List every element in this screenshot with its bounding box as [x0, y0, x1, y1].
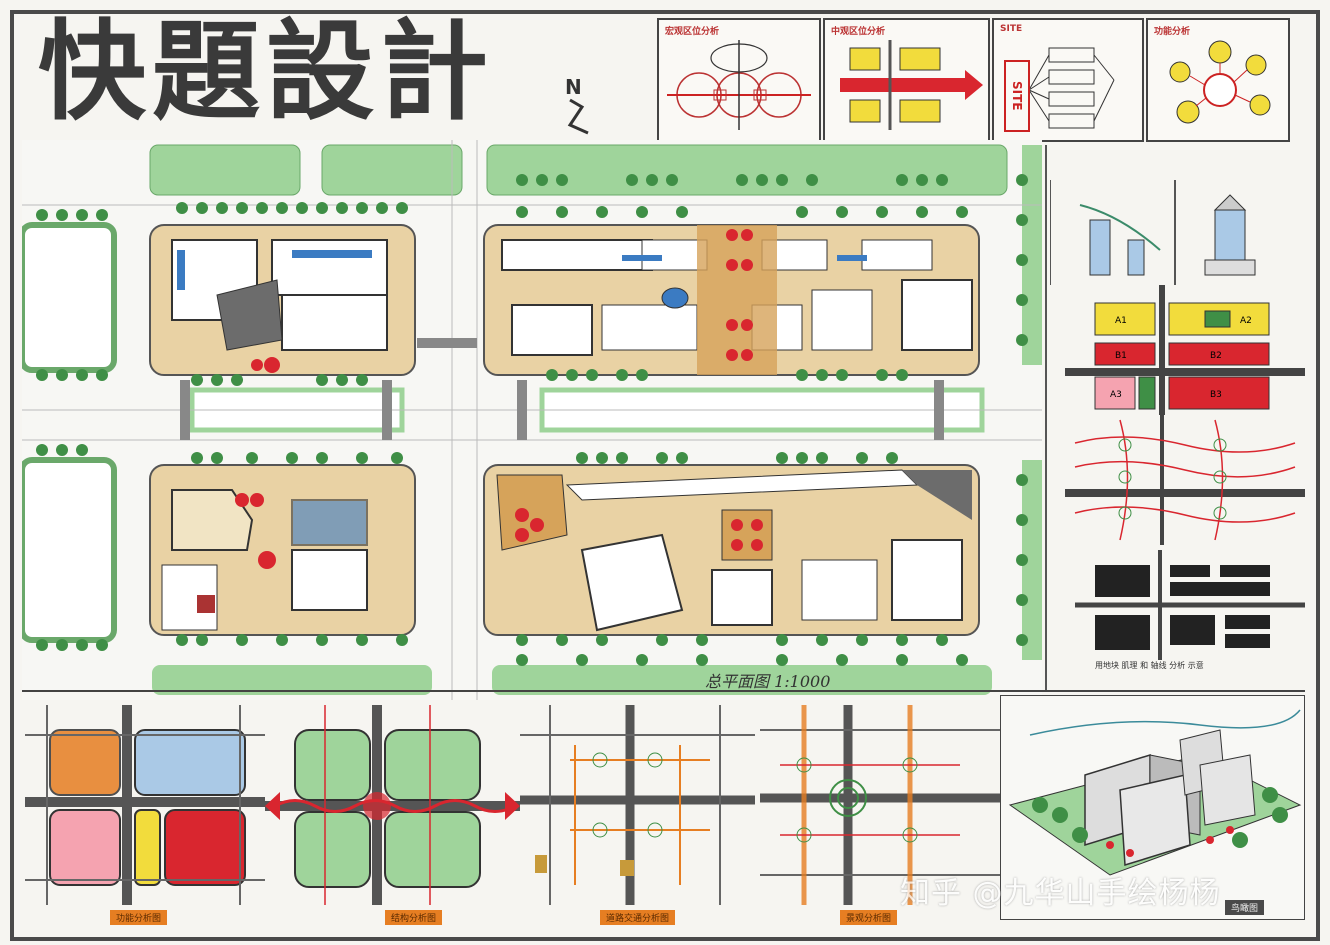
function-bubble-diagram — [1169, 40, 1271, 124]
master-plan — [22, 140, 1042, 700]
aerial-perspective — [1000, 695, 1305, 920]
bottom-divider — [22, 690, 1305, 692]
site-word: SITE — [1004, 60, 1030, 132]
zoning-diagram: A1 A2 B1 B2 A3 B3 — [1065, 285, 1305, 415]
north-arrow-label: N — [565, 75, 582, 99]
zone-label-b3: B3 — [1210, 390, 1222, 400]
zone-label-a2: A2 — [1240, 316, 1252, 326]
macro-location-box: 宏观区位分析 — [657, 18, 821, 142]
side-note: 用地块 肌理 和 轴线 分析 示意 — [1095, 661, 1204, 670]
traffic-analysis-diagram — [520, 705, 755, 905]
scale-label: 总平面图 1:1000 — [705, 672, 831, 691]
site-flow-diagram — [1028, 47, 1115, 129]
function-box-label: 功能分析 — [1154, 27, 1191, 37]
sheet-title: 快題設計 — [38, 9, 495, 135]
right-panel-frame — [1045, 145, 1307, 690]
landscape-analysis-diagram — [760, 705, 1000, 905]
skyline-sketch — [1050, 180, 1256, 285]
zone-label-b2: B2 — [1210, 351, 1222, 361]
meso-location-box: 中观区位分析 — [823, 18, 990, 142]
meso-location-label: 中观区位分析 — [831, 27, 886, 37]
site-box-label: SITE — [1000, 24, 1023, 34]
function-analysis-diagram — [25, 705, 265, 905]
function-analysis-caption: 功能分析图 — [110, 910, 168, 925]
macro-location-label: 宏观区位分析 — [665, 27, 720, 37]
macro-location-diagram — [667, 40, 811, 130]
flow-network-diagram — [1065, 415, 1305, 545]
function-box: 功能分析 — [1146, 18, 1290, 142]
structure-analysis-diagram — [265, 705, 520, 905]
landscape-analysis-caption: 景观分析图 — [840, 910, 898, 925]
watermark: 知乎 @九华山手绘杨杨 — [900, 876, 1221, 911]
figure-ground-diagram — [1075, 550, 1305, 660]
traffic-analysis-caption: 道路交通分析图 — [600, 910, 676, 925]
zone-label-b1: B1 — [1115, 351, 1127, 361]
meso-location-diagram — [840, 40, 983, 130]
site-box: SITE SITE — [992, 18, 1144, 142]
outer-frame — [10, 10, 1320, 941]
zone-label-a3: A3 — [1110, 390, 1122, 400]
zone-label-a1: A1 — [1115, 316, 1127, 326]
aerial-caption: 鸟瞰图 — [1225, 900, 1265, 915]
structure-analysis-caption: 结构分析图 — [385, 910, 443, 925]
north-arrow-icon — [567, 98, 589, 135]
